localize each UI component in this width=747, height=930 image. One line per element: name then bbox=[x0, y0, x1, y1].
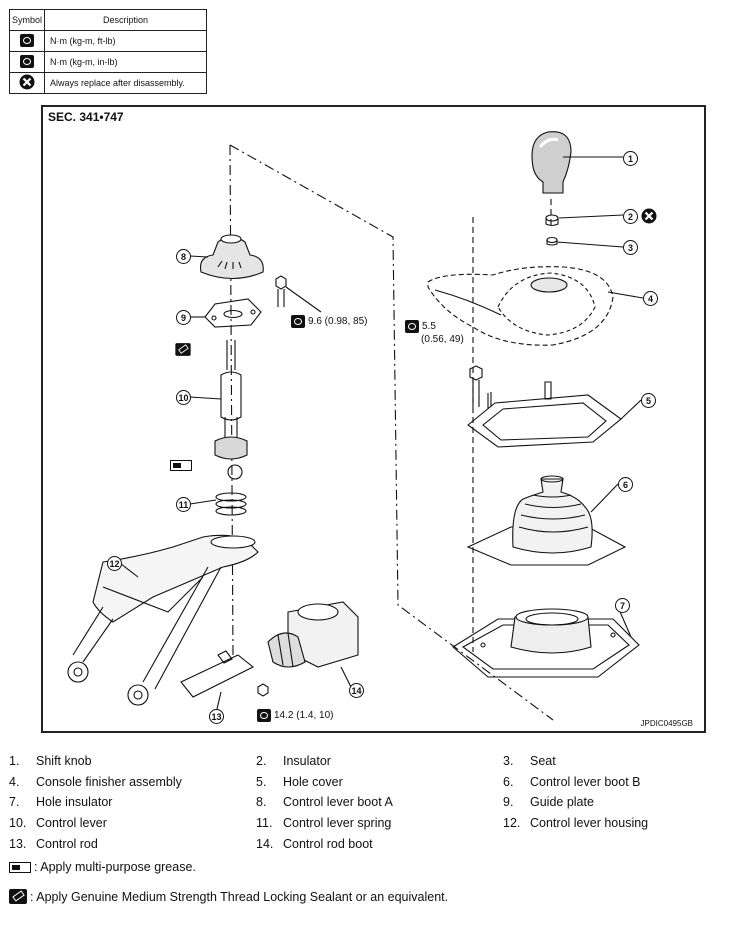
legend-item: 10.Control lever bbox=[9, 816, 107, 830]
legend-item: 9.Guide plate bbox=[503, 795, 594, 809]
legend-item: 11.Control lever spring bbox=[256, 816, 392, 830]
legend-item: 3.Seat bbox=[503, 754, 556, 768]
torque-wrench-icon bbox=[20, 33, 34, 47]
symbol-table: Symbol Description N·m (kg-m, ft-lb) N·m… bbox=[9, 9, 207, 94]
legend-item: 8.Control lever boot A bbox=[256, 795, 393, 809]
torque-value: 9.6 (0.98, 85) bbox=[308, 316, 368, 327]
callout-10: 10 bbox=[176, 390, 191, 405]
exploded-diagram: SEC. 341•747 JPDIC0495GB 9.6 (0.98, 85) … bbox=[41, 105, 706, 733]
grease-icon bbox=[9, 861, 31, 873]
symbol-description: N·m (kg-m, in-lb) bbox=[44, 51, 207, 73]
torque-wrench-icon bbox=[257, 709, 271, 722]
legend-item: 1.Shift knob bbox=[9, 754, 92, 768]
callout-11: 11 bbox=[176, 497, 191, 512]
callout-1: 1 bbox=[623, 151, 638, 166]
torque-wrench-small-icon bbox=[20, 54, 34, 68]
symbol-header: Symbol bbox=[9, 9, 45, 31]
callout-7: 7 bbox=[615, 598, 630, 613]
sealant-note-text: : Apply Genuine Medium Strength Thread L… bbox=[30, 889, 449, 904]
legend-item: 5.Hole cover bbox=[256, 775, 343, 789]
callout-12: 12 bbox=[107, 556, 122, 571]
sealant-note: : Apply Genuine Medium Strength Thread L… bbox=[9, 889, 448, 904]
symbol-row: N·m (kg-m, ft-lb) bbox=[9, 30, 207, 52]
symbol-row: Always replace after disassembly. bbox=[9, 72, 207, 94]
symbol-description: Always replace after disassembly. bbox=[44, 72, 207, 94]
torque-value: 14.2 (1.4, 10) bbox=[274, 710, 334, 721]
grease-icon bbox=[170, 460, 192, 471]
callout-4: 4 bbox=[643, 291, 658, 306]
callout-6: 6 bbox=[618, 477, 633, 492]
diagram-code: JPDIC0495GB bbox=[640, 719, 693, 728]
torque-value: 5.5 bbox=[422, 321, 436, 332]
always-replace-icon bbox=[19, 74, 35, 90]
torque-wrench-small-icon bbox=[405, 320, 419, 333]
diagram-drawing bbox=[67, 131, 644, 721]
callout-2: 2 bbox=[623, 209, 638, 224]
legend-item: 6.Control lever boot B bbox=[503, 775, 641, 789]
torque-value-sub: (0.56, 49) bbox=[421, 334, 464, 345]
torque-wrench-small-icon bbox=[291, 315, 305, 328]
callout-13: 13 bbox=[209, 709, 224, 724]
grease-note-text: : Apply multi-purpose grease. bbox=[34, 860, 196, 874]
legend-item: 4.Console finisher assembly bbox=[9, 775, 182, 789]
grease-note: : Apply multi-purpose grease. bbox=[9, 860, 196, 874]
symbol-row: N·m (kg-m, in-lb) bbox=[9, 51, 207, 73]
symbol-description: N·m (kg-m, ft-lb) bbox=[44, 30, 207, 52]
torque-spec-guide-plate-bolt: 9.6 (0.98, 85) bbox=[291, 315, 367, 328]
legend-item: 14.Control rod boot bbox=[256, 837, 373, 851]
description-header: Description bbox=[44, 9, 207, 31]
sealant-icon bbox=[9, 889, 27, 904]
callout-14: 14 bbox=[349, 683, 364, 698]
sealant-icon bbox=[175, 343, 191, 356]
legend-item: 12.Control lever housing bbox=[503, 816, 649, 830]
legend-item: 2.Insulator bbox=[256, 754, 331, 768]
legend-item: 13.Control rod bbox=[9, 837, 98, 851]
callout-8: 8 bbox=[176, 249, 191, 264]
callout-9: 9 bbox=[176, 310, 191, 325]
callout-5: 5 bbox=[641, 393, 656, 408]
callout-3: 3 bbox=[623, 240, 638, 255]
legend-item: 7.Hole insulator bbox=[9, 795, 113, 809]
section-label: SEC. 341•747 bbox=[48, 110, 124, 124]
always-replace-icon bbox=[641, 208, 657, 224]
torque-spec-control-rod-bolt: 14.2 (1.4, 10) bbox=[257, 709, 333, 722]
torque-spec-hole-cover-bolt: 5.5 (0.56, 49) bbox=[405, 320, 464, 346]
